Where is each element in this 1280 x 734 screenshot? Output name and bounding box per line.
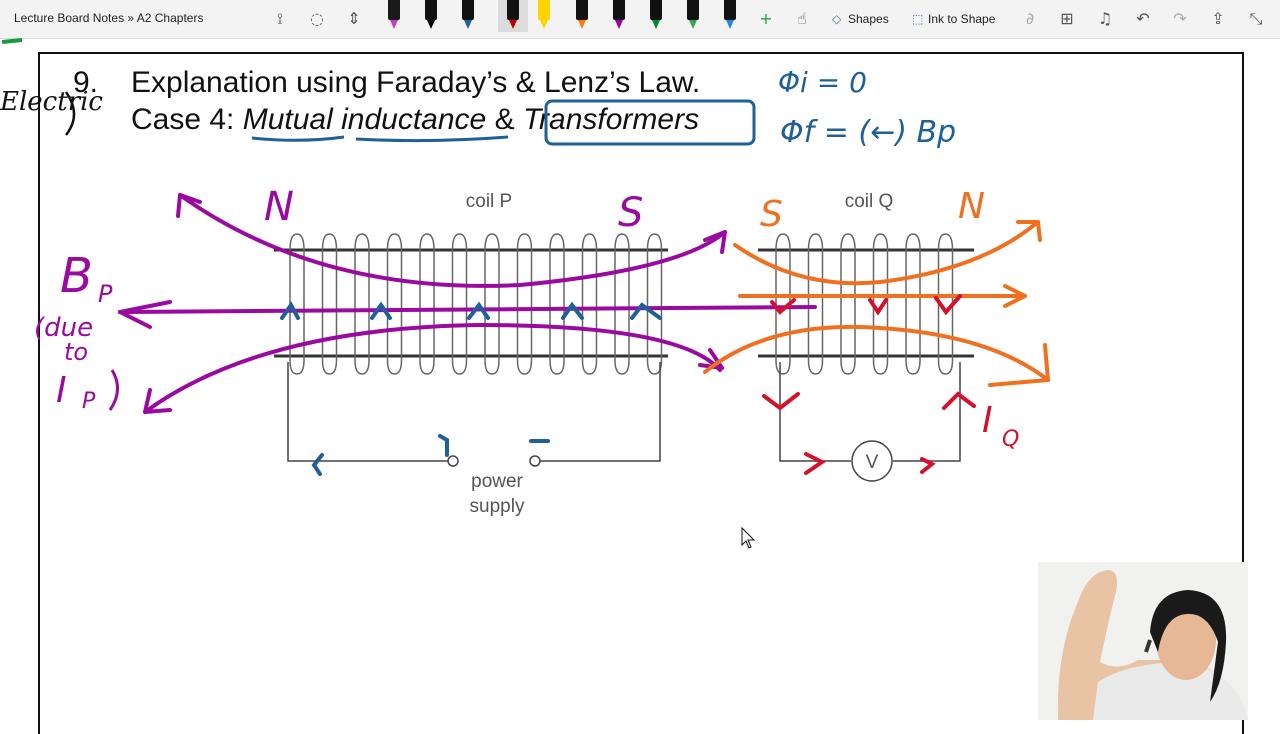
due-line1: (due [34,313,93,343]
coil-turn [807,233,824,375]
power-supply-line1: power [471,471,523,492]
presenter-image [1038,562,1248,720]
coil-turn [872,233,889,375]
voltmeter-label: V [866,452,879,473]
case-label: Case 4: [131,103,243,136]
pen-black-highlighter[interactable] [386,0,402,32]
flux-final: Φf = (←) Bp [780,115,956,150]
share-icon[interactable]: ⇪ [1211,9,1225,28]
ruler-icon[interactable]: ⊞ [1060,9,1074,28]
ink-text-electric: Electric [0,87,103,117]
ink-underline-mutual [251,135,345,142]
iq-subscript: Q [1002,427,1019,452]
pen-magenta[interactable] [611,0,627,32]
pole-n-q: N [958,186,985,227]
pen-blue[interactable] [460,0,476,32]
insert-space-icon[interactable]: ⇕ [347,9,361,28]
shapes-icon: ◇ [832,12,842,26]
bp-subscript: P [98,280,113,308]
full-screen-icon[interactable]: ⤡ [1249,9,1263,28]
due-line3: I [56,370,67,411]
term-inductance: inductance [341,103,487,136]
slide-title-line2: Case 4: Mutual inductance & Transformers [131,103,699,137]
ink-box-transformers [544,99,756,146]
add-pen-icon[interactable]: + [759,9,773,28]
ampersand: & [494,103,515,136]
coil-p-label: coil P [466,191,512,212]
flux-initial: Φi = 0 [778,66,867,99]
induced-current-arrows [762,294,976,475]
coil-turn [646,233,663,375]
coil-turn [937,233,954,375]
coil-turn [905,233,921,375]
bp-label: B [60,248,93,304]
coil-p [274,233,668,467]
pen-green[interactable] [648,0,664,32]
undo-icon[interactable]: ↶ [1136,9,1150,28]
power-supply-line2: supply [470,496,525,517]
coil-turn [581,233,598,375]
notification-bell-icon[interactable]: ♫ [1097,9,1113,28]
coil-turn [321,233,338,375]
coil-turn [289,233,305,375]
coil-turn [354,233,370,375]
current-arrows-p [280,301,662,476]
ink-to-math-icon[interactable]: ∂ [1025,9,1035,28]
presenter-webcam [1038,562,1248,720]
pen-black[interactable] [423,0,439,32]
coil-turn [516,233,533,375]
ink-paren [64,91,76,136]
field-lines-q [703,220,1050,387]
coil-turn [484,233,500,375]
coil-turn [419,233,435,375]
pen-red-selected[interactable] [498,0,528,32]
highlighter-yellow[interactable] [536,0,552,32]
ink-stroke-green [1,38,23,44]
lasso-select-icon[interactable]: ⟟ [277,9,283,28]
coil-turn [775,233,791,375]
coil-turn [549,233,565,375]
shapes-label: Shapes [848,12,889,26]
pole-s-q: S [760,194,783,235]
coil-q [758,233,974,482]
ink-underline-inductance [355,135,509,143]
pen-multicolor[interactable] [685,0,701,32]
add-space-icon[interactable]: ◌ [310,9,324,28]
touch-draw-icon[interactable]: ☝ [797,9,807,28]
ink-paren-due [108,369,119,411]
coil-turn [840,233,856,375]
mouse-cursor-icon [741,526,756,549]
onenote-toolbar: Lecture Board Notes » A2 Chapters ⟟ ◌ ⇕ … [0,0,1280,39]
term-transformers: Transformers [522,103,700,136]
pole-s-mid: S [618,190,643,236]
ink-to-shape-button[interactable]: ⬚ Ink to Shape [912,8,995,30]
slide-number: 9. [73,66,99,99]
breadcrumb[interactable]: Lecture Board Notes » A2 Chapters [14,11,204,25]
due-line2: to [64,338,88,366]
term-mutual: Mutual [242,103,333,136]
coil-turn [386,233,403,375]
field-lines-bp [118,193,817,414]
pen-light-blue[interactable] [722,0,738,32]
coil-turn [451,233,468,375]
pen-orange[interactable] [574,0,590,32]
ink-to-shape-icon: ⬚ [912,12,924,26]
ink-to-shape-label: Ink to Shape [928,12,996,26]
coil-q-label: coil Q [845,191,894,212]
slide-title-line1: Explanation using Faraday’s & Lenz’s Law… [131,66,701,99]
pole-n-left: N [264,184,294,230]
coil-turn [614,233,630,375]
iq-label: I [982,400,993,441]
redo-icon[interactable]: ↷ [1173,9,1187,28]
shapes-button[interactable]: ◇ Shapes [832,8,889,30]
ip-subscript: P [82,389,96,414]
